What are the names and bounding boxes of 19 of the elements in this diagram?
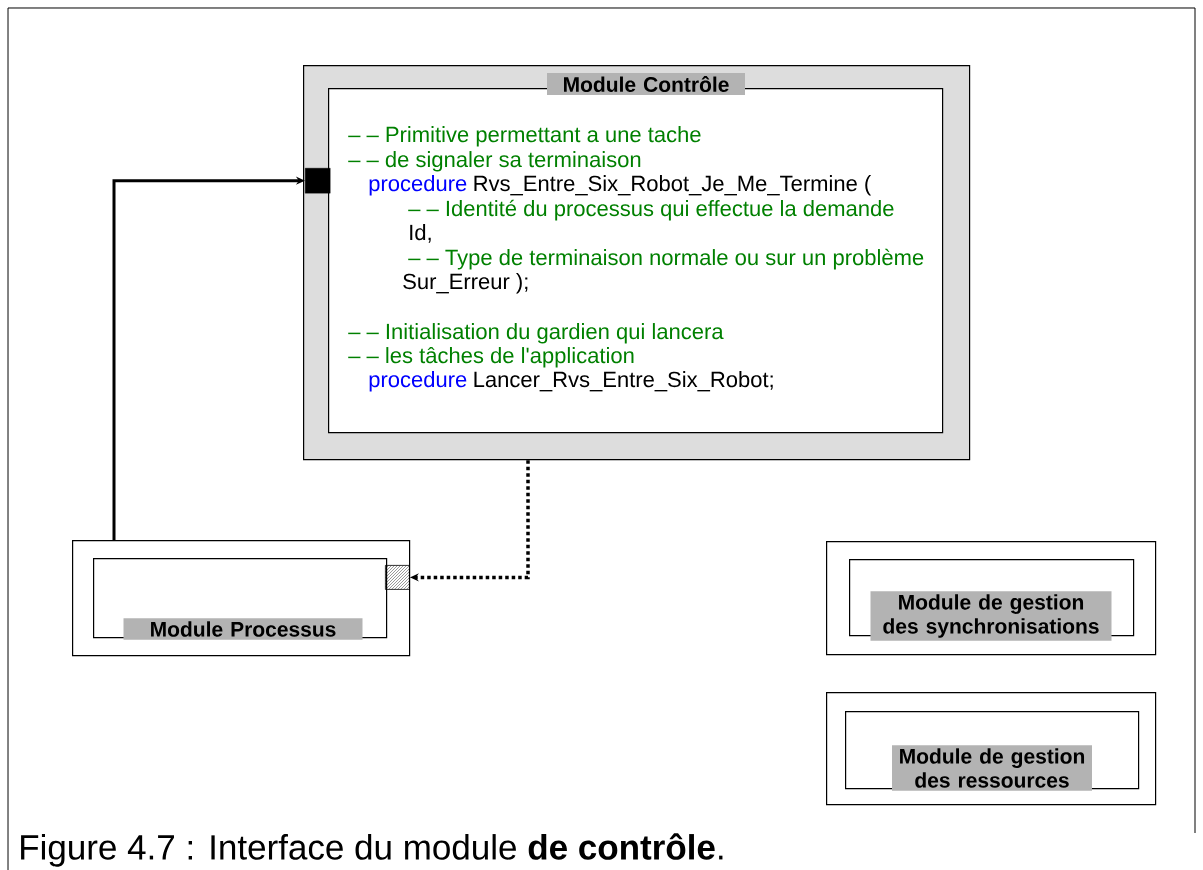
code-comment: – – Primitive permettant a une tache — [348, 126, 701, 147]
module-label: Module Processus — [123, 618, 363, 640]
interface-port — [305, 168, 331, 194]
code-comment: – – Identité du processus qui effectue la demande — [408, 199, 894, 221]
code-text: Sur_Erreur ); — [403, 273, 528, 294]
code-comment: – – Initialisation du gardien qui lancera — [348, 323, 724, 344]
module-label: Module de gestion des synchronisations — [870, 591, 1112, 641]
code-text: Id, — [410, 224, 431, 243]
code-keyword: procedure — [369, 175, 467, 196]
code-comment: – – les tâches de l'application — [348, 347, 634, 368]
module-label: Module de gestion des ressources — [892, 745, 1092, 791]
figure-caption: Figure 4.7 : Interface du module de contrôle. — [21, 833, 723, 867]
code-text: Lancer_Rvs_Entre_Six_Robot; — [474, 371, 773, 392]
interface-port — [385, 565, 410, 590]
code-text: Rvs_Entre_Six_Robot_Je_Me_Termine ( — [474, 175, 872, 196]
code-comment: – – Type de terminaison normale ou sur un problème — [408, 248, 924, 270]
code-keyword: procedure — [369, 371, 467, 392]
code-comment: – – de signaler sa terminaison — [348, 151, 641, 172]
module-label: Module Contrôle — [547, 73, 745, 95]
